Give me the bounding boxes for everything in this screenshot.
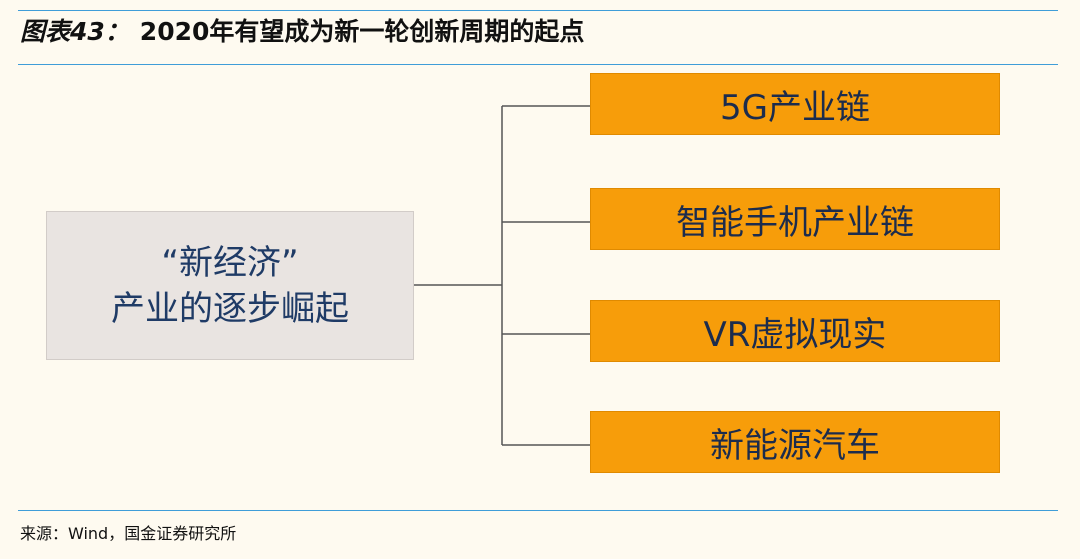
root-node: “新经济” 产业的逐步崛起	[46, 211, 414, 360]
title-rule	[18, 64, 1058, 65]
root-node-line-2: 产业的逐步崛起	[111, 288, 349, 329]
source-note: 来源：Wind，国金证券研究所	[20, 524, 237, 543]
branch-node-vr: VR虚拟现实	[590, 300, 1000, 362]
figure-title-text: 2020年有望成为新一轮创新周期的起点	[139, 17, 585, 46]
top-rule	[18, 10, 1058, 11]
branch-node-ev: 新能源汽车	[590, 411, 1000, 473]
figure-title: 图表43： 2020年有望成为新一轮创新周期的起点	[20, 14, 584, 50]
figure-label: 图表43：	[20, 17, 130, 46]
branch-node-5g: 5G产业链	[590, 73, 1000, 135]
root-node-line-1: “新经济”	[161, 242, 299, 283]
bottom-rule	[18, 510, 1058, 511]
branch-node-smartphone: 智能手机产业链	[590, 188, 1000, 250]
